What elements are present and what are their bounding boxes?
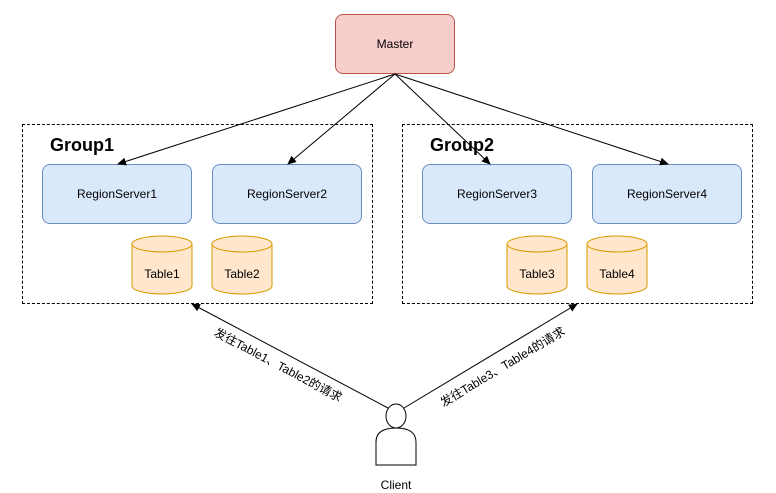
table4-label: Table4 [599,267,635,281]
table3-label: Table3 [519,267,555,281]
client-label: Client [380,478,412,492]
group2-label: Group2 [430,135,495,155]
group1-container [22,124,373,304]
region-server-4: RegionServer4 [592,164,742,224]
group1-label: Group1 [50,135,115,155]
region-server-3-label: RegionServer3 [456,187,538,201]
table4-cylinder [586,235,648,295]
region-server-3: RegionServer3 [422,164,572,224]
table3-cylinder [506,235,568,295]
arrow-client-group2 [403,303,578,409]
region-server-4-label: RegionServer4 [626,187,708,201]
region-server-1: RegionServer1 [42,164,192,224]
arrow-master-rs3 [394,73,491,165]
arrow-client-group1 [191,303,389,409]
table1-cylinder [131,235,193,295]
region-server-2: RegionServer2 [212,164,362,224]
table1-label: Table1 [144,267,180,281]
arrow-master-rs4 [394,73,669,166]
client-person-icon [375,403,417,466]
arrow-master-rs1 [117,73,396,166]
master-node: Master [335,14,455,74]
table2-label: Table2 [224,267,260,281]
region-server-1-label: RegionServer1 [76,187,158,201]
arrow-master-rs2 [287,73,396,165]
master-label: Master [376,37,414,51]
region-server-2-label: RegionServer2 [246,187,328,201]
table2-cylinder [211,235,273,295]
